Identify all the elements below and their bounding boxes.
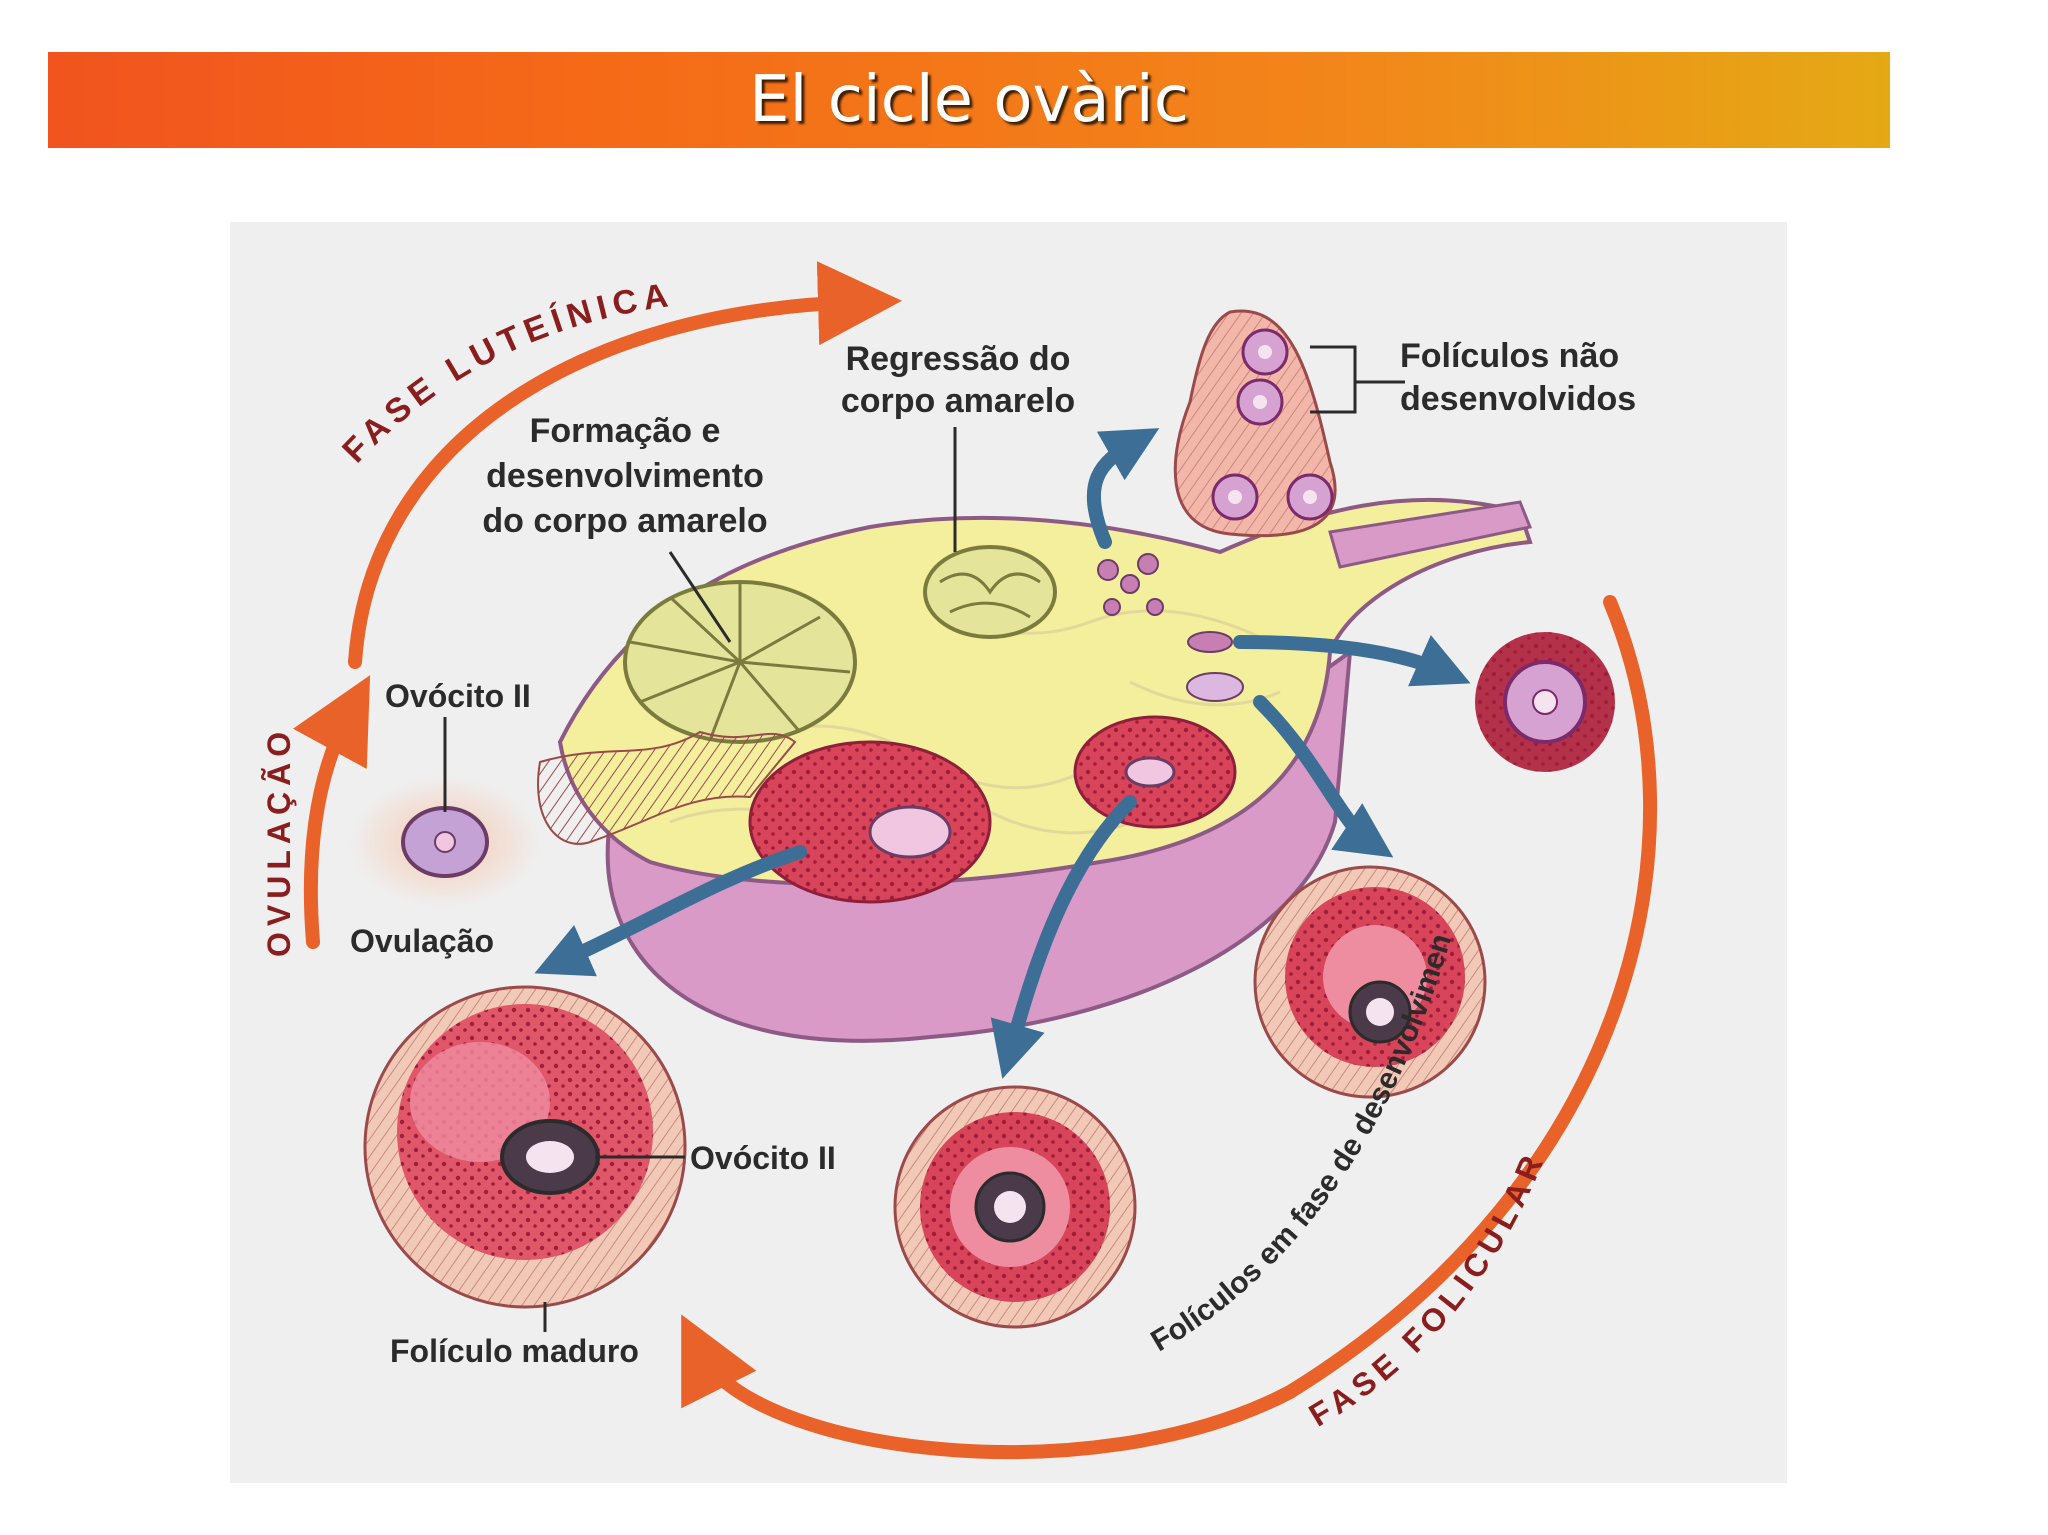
secondary-follicle-bottom	[893, 1085, 1137, 1329]
development-arrows	[534, 428, 1471, 1079]
ovarian-cycle-diagram: FASE LUTEÍNICA OVULAÇÃO FASE FOLICULAR	[230, 222, 1787, 1483]
arrow-to-secondary-right	[1253, 695, 1394, 858]
luteal-arrow	[348, 261, 902, 669]
primordial-follicles	[1097, 553, 1244, 702]
label-formacao-3: do corpo amarelo	[482, 502, 767, 540]
label-nao-desenvolvidos-2: desenvolvidos	[1400, 380, 1636, 418]
arrow-to-undeveloped	[1086, 428, 1160, 549]
ovulating-follicle	[748, 715, 1237, 904]
label-nao-desenvolvidos-1: Folículos não	[1400, 337, 1619, 375]
follicular-arrow	[681, 595, 1657, 1460]
primary-follicle	[1475, 632, 1615, 772]
corpus-luteum-forming	[623, 580, 857, 744]
label-regressao-2: corpo amarelo	[841, 382, 1075, 420]
label-ovocito-bottom: Ovócito II	[690, 1140, 836, 1176]
label-regressao-1: Regressão do	[846, 340, 1071, 378]
arrow-to-mature	[534, 845, 807, 977]
released-cumulus	[350, 730, 797, 907]
arrow-to-primary	[1233, 635, 1471, 687]
slide-title: El cicle ovàric	[749, 63, 1189, 137]
arrow-to-secondary-bottom	[990, 795, 1137, 1079]
ovulation-arrow	[293, 675, 371, 949]
label-ovulacao: Ovulação	[350, 923, 494, 959]
phase-ovulation-label: OVULAÇÃO	[261, 726, 297, 957]
cycle-arrows	[293, 261, 1657, 1460]
label-formacao-1: Formação e	[530, 412, 721, 450]
mature-follicle	[363, 985, 687, 1309]
label-foliculo-maduro: Folículo maduro	[390, 1333, 639, 1369]
secondary-follicle-right	[1253, 865, 1487, 1099]
label-ovocito-top: Ovócito II	[385, 678, 531, 714]
label-formacao-2: desenvolvimento	[486, 457, 764, 495]
undeveloped-follicles-cluster	[1173, 309, 1405, 538]
leader-lines	[443, 427, 957, 1332]
title-bar: El cicle ovàric	[48, 52, 1890, 148]
corpus-luteum-regressing	[923, 545, 1057, 639]
